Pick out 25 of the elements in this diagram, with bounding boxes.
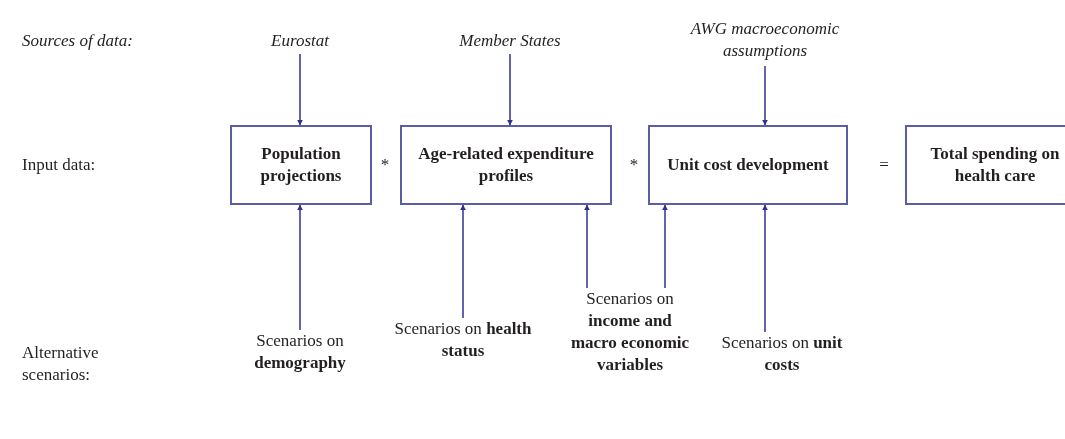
arrow [584,204,590,289]
arrow [297,53,303,126]
data-source-text: Member States [430,30,590,54]
process-box: Total spending on health care [905,125,1065,205]
arrow [662,204,668,289]
row-label: Input data: [22,154,97,176]
process-box: Unit cost development [648,125,848,205]
data-source-text: Eurostat [240,30,360,54]
process-box: Population projections [230,125,372,205]
operator-symbol: * [628,154,640,176]
arrow [507,53,513,126]
scenario-text: Scenarios on demography [235,330,365,376]
data-source-text: AWG macroeconomic assumptions [660,18,870,66]
arrow [460,204,466,319]
scenario-text: Scenarios on unit costs [712,332,852,378]
arrow [762,65,768,126]
row-label: Sources of data: [22,30,134,52]
scenario-text: Scenarios on health status [392,318,534,386]
scenario-text: Scenarios on income and macro economic variables [570,288,690,410]
process-box: Age-related expenditure profiles [400,125,612,205]
operator-symbol: = [878,154,890,176]
arrow [762,204,768,333]
operator-symbol: * [379,154,391,176]
arrow [297,204,303,331]
row-label: Alternative scenarios: [22,342,100,386]
